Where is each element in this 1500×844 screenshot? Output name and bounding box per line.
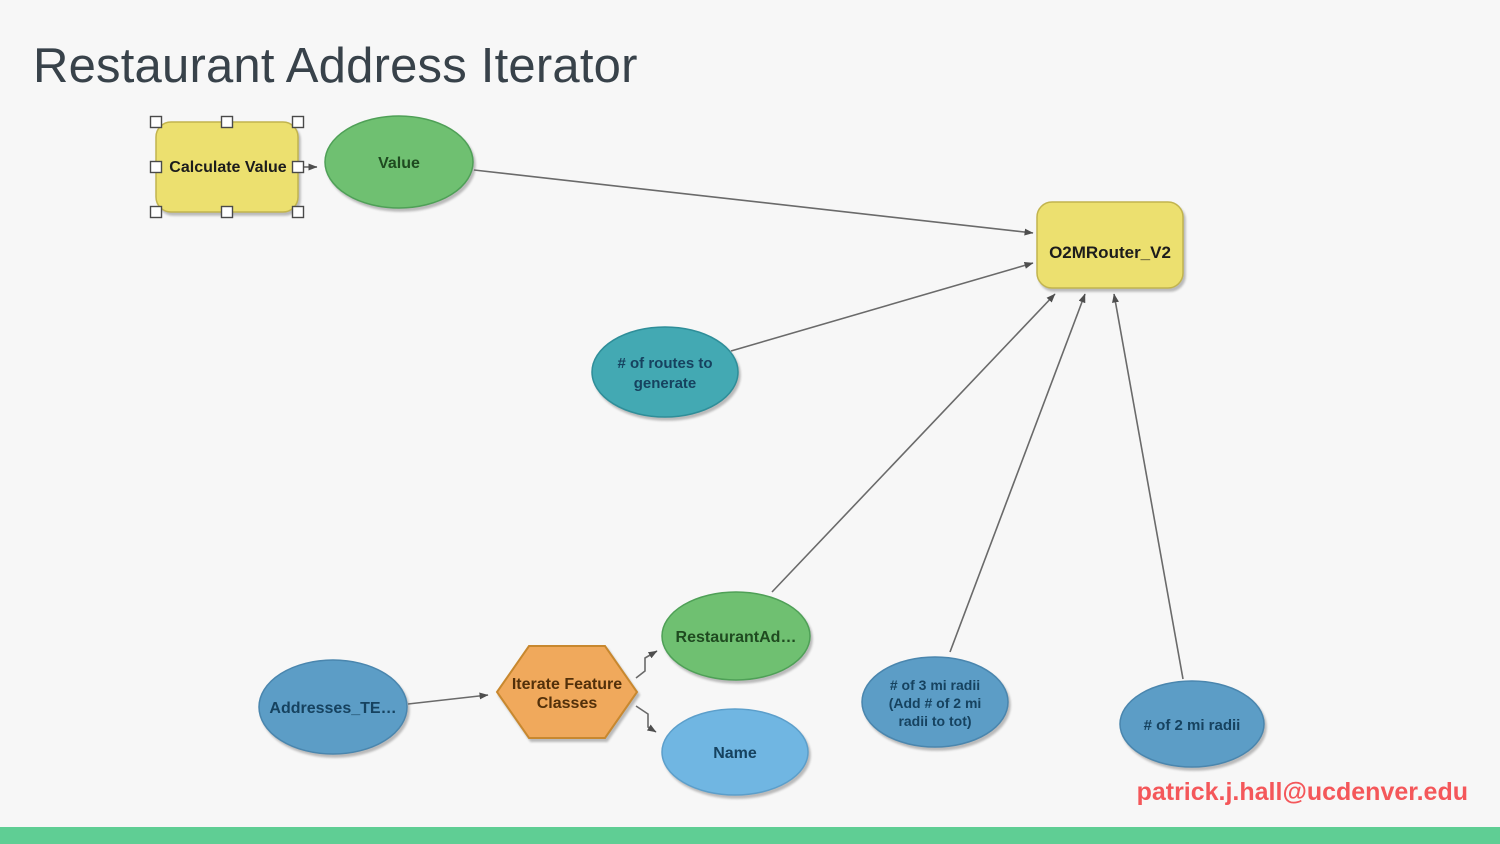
connector-restaurant-to-o2mrouter [771,293,1056,593]
node-value[interactable]: Value [324,115,474,209]
value-label: Value [378,155,420,172]
connectors [303,163,1184,733]
selection-handle[interactable] [220,115,234,129]
node-name[interactable]: Name [661,708,809,796]
routes-label-line1: # of routes to [617,355,712,372]
selection-handle[interactable] [291,160,305,174]
addresses-ellipse[interactable] [258,659,408,755]
connector-radii2-to-o2mrouter [1112,293,1184,680]
node-2mi-radii[interactable]: # of 2 mi radii [1119,680,1265,768]
restaurant-ellipse[interactable] [661,591,811,681]
selection-handle[interactable] [149,205,163,219]
o2mrouter-label: O2MRouter_V2 [1049,243,1171,262]
selection-handle[interactable] [149,115,163,129]
node-calculate-value[interactable]: Calculate Value [149,115,305,219]
selection-handle[interactable] [291,205,305,219]
connector-iterator-to-name [635,705,657,733]
radii3-label-line3: radii to tot) [898,713,971,729]
selection-handle[interactable] [149,160,163,174]
node-iterate-feature-classes[interactable]: Iterate Feature Classes [495,645,639,739]
name-ellipse[interactable] [661,708,809,796]
slide-title: Restaurant Address Iterator [33,39,638,93]
selection-handle[interactable] [220,205,234,219]
node-3mi-radii[interactable]: # of 3 mi radii (Add # of 2 mi radii to … [861,656,1009,748]
connector-routes-to-o2mrouter [730,262,1034,352]
node-restaurant-addresses[interactable]: RestaurantAd… [661,591,811,681]
addresses-label: Addresses_TE… [269,700,396,717]
routes-ellipse[interactable] [591,326,739,418]
footer-accent-bar [0,827,1500,844]
radii3-label-line2: (Add # of 2 mi [889,695,982,711]
iterator-hexagon[interactable] [495,645,639,739]
node-addresses-table[interactable]: Addresses_TE… [258,659,408,755]
calculate-value-label: Calculate Value [169,159,286,176]
radii2-ellipse[interactable] [1119,680,1265,768]
node-routes-to-generate[interactable]: # of routes to generate [591,326,739,418]
routes-label-line2: generate [634,375,697,392]
radii3-ellipse[interactable] [861,656,1009,748]
o2mrouter-box[interactable] [1036,201,1184,289]
value-ellipse[interactable] [324,115,474,209]
selection-handle[interactable] [291,115,305,129]
node-o2mrouter-v2[interactable]: O2MRouter_V2 [1036,201,1184,289]
radii3-label-line1: # of 3 mi radii [890,677,980,693]
connector-radii3-to-o2mrouter [949,293,1086,653]
iterator-label-line2: Classes [537,695,598,712]
connector-iterator-to-restaurant [635,650,658,679]
radii2-label: # of 2 mi radii [1144,717,1241,734]
selection-handles[interactable] [149,115,305,219]
restaurant-label: RestaurantAd… [676,629,797,646]
iterator-label-line1: Iterate Feature [512,676,622,693]
connector-addresses-to-iterator [407,692,489,705]
name-label: Name [713,745,757,762]
contact-email: patrick.j.hall@ucdenver.edu [1136,778,1468,806]
connector-value-to-o2mrouter [473,169,1034,236]
